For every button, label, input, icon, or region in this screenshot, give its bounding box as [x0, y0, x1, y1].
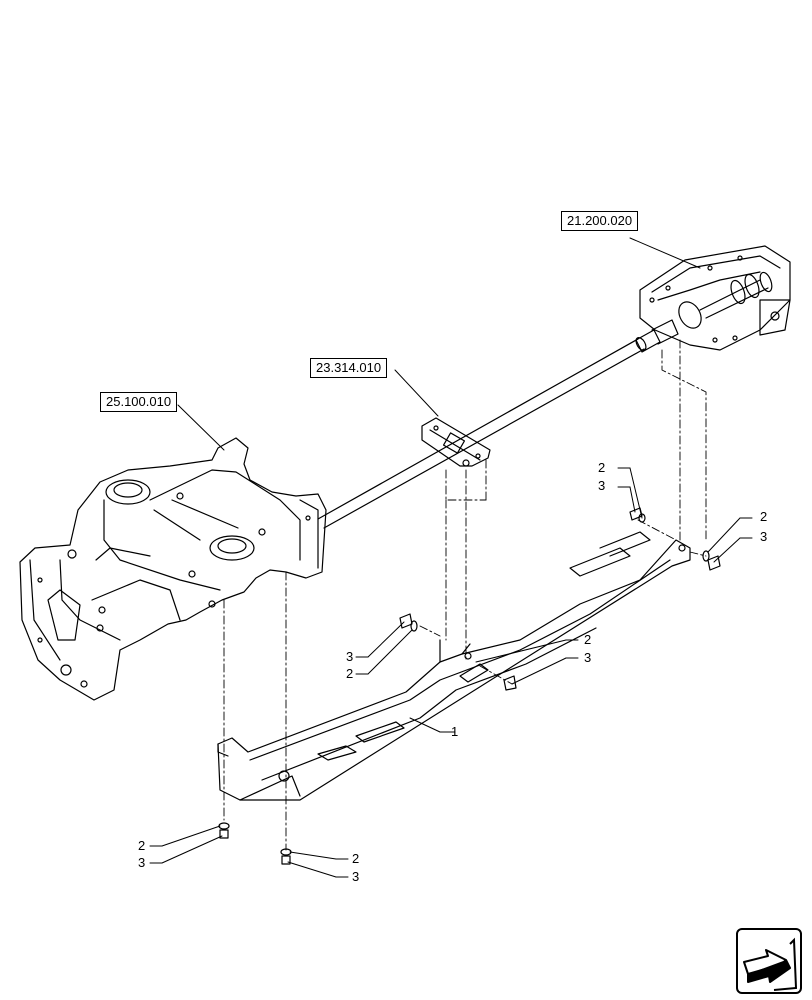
- bolt-center-left: [399, 613, 418, 632]
- callout-bolt-center-right: 3: [584, 650, 592, 665]
- ref-support-label[interactable]: 23.314.010: [310, 358, 388, 378]
- bolt-bottom-left: [218, 822, 230, 839]
- arrow-out-icon: [743, 937, 798, 991]
- callout-bolt-top-right: 3: [598, 478, 606, 493]
- leader-lines: [149, 237, 753, 878]
- callout-bolt-center-left: 3: [346, 649, 354, 664]
- callout-washer-center-left: 2: [346, 666, 354, 681]
- navigation-button[interactable]: [736, 928, 802, 994]
- callout-guard: 1: [451, 724, 459, 739]
- callout-washer-bottom-left: 2: [138, 838, 146, 853]
- callout-washer-top-right: 2: [598, 460, 606, 475]
- callout-bolt-right: 3: [760, 529, 768, 544]
- callout-bolt-bottom-center: 3: [352, 869, 360, 884]
- assembly-guide-lines: [223, 339, 707, 851]
- ref-front-axle-label[interactable]: 25.100.010: [100, 392, 178, 412]
- bolt-center-right: [503, 675, 517, 691]
- fasteners: [218, 507, 721, 865]
- callout-washer-right: 2: [760, 509, 768, 524]
- callout-bolt-bottom-left: 3: [138, 855, 146, 870]
- callout-washer-center-right: 2: [584, 632, 592, 647]
- callout-washer-bottom-center: 2: [352, 851, 360, 866]
- bolt-bottom-center: [280, 848, 292, 865]
- center-support: [421, 417, 491, 467]
- transmission-housing: [639, 245, 791, 351]
- drive-shaft: [317, 319, 679, 529]
- bolt-top-right: [629, 507, 646, 523]
- ref-transmission-label[interactable]: 21.200.020: [561, 211, 639, 231]
- front-axle-support: [19, 437, 327, 701]
- bolt-right: [702, 550, 721, 571]
- guard-shield: [217, 531, 691, 801]
